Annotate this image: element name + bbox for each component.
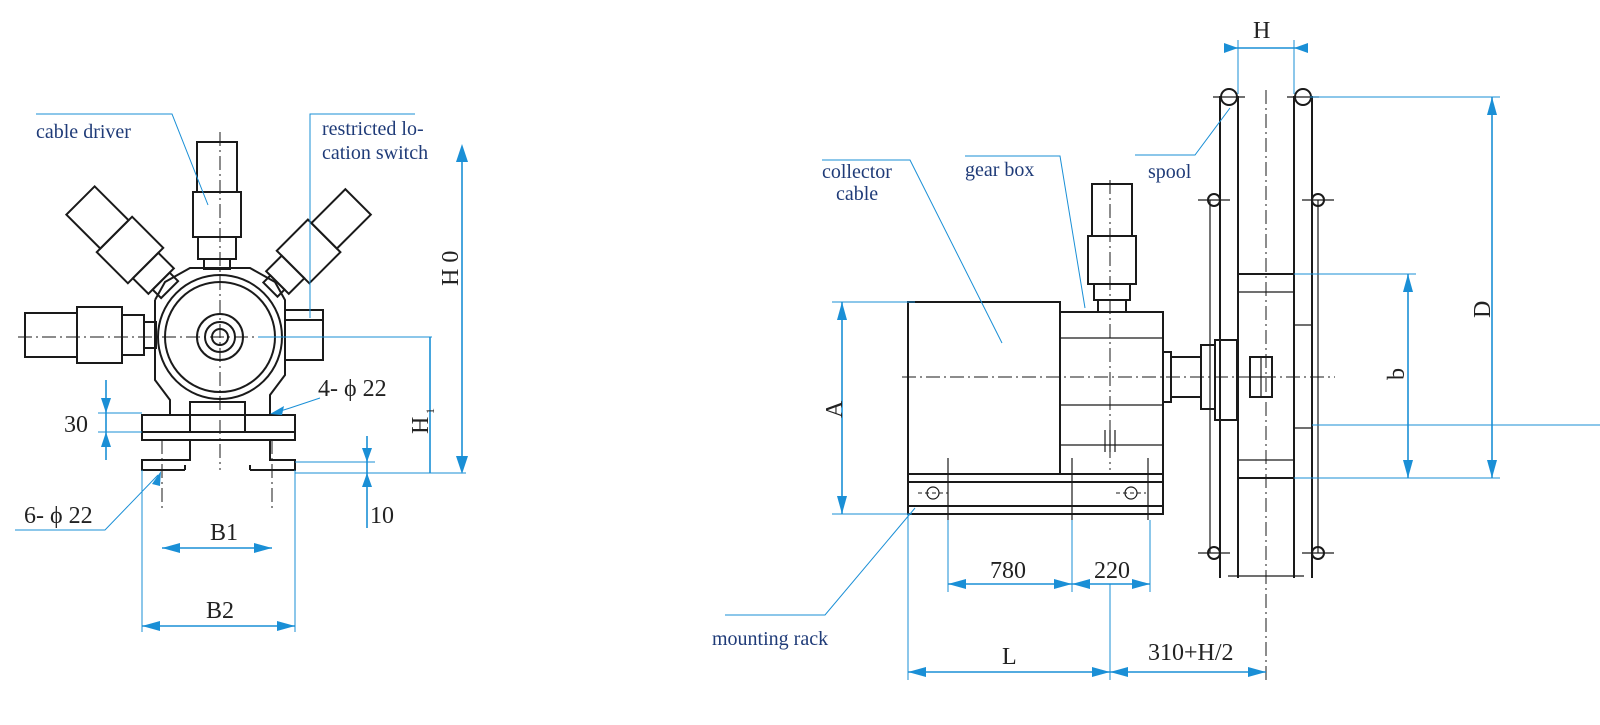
dim-A: A	[822, 400, 848, 418]
collector-cable-body	[907, 301, 1061, 475]
leader-cable-driver	[36, 113, 209, 206]
label-restricted-switch-1: restricted lo-	[322, 118, 424, 140]
diagonal-motor-right	[261, 187, 373, 299]
dim-holes-top: 4- ϕ 22	[318, 376, 387, 402]
gear-box-body	[1059, 311, 1164, 475]
label-restricted-switch-2: cation switch	[322, 142, 428, 164]
base-plate	[141, 414, 296, 441]
dim-H: H	[1253, 18, 1270, 44]
label-gear-box: gear box	[965, 159, 1034, 181]
gearbox-motor	[1087, 183, 1137, 313]
side-view: collector cable gear box spool mounting …	[712, 18, 1600, 680]
dim-offset: 310+H/2	[1148, 640, 1234, 666]
label-mounting-rack: mounting rack	[712, 628, 828, 650]
leader-switch	[309, 113, 415, 318]
dim-H1-sub: 1	[423, 408, 437, 414]
dim-holes-bottom: 6- ϕ 22	[24, 503, 93, 529]
mounting-rack	[907, 473, 1164, 515]
label-collector-cable-1: collector	[822, 161, 892, 183]
label-cable-driver: cable driver	[36, 121, 131, 143]
top-motor	[192, 141, 242, 270]
diagonal-motor-left	[64, 184, 180, 300]
front-view: cable driver restricted lo- cation switc…	[15, 113, 468, 632]
dim-D: D	[1470, 301, 1496, 318]
dim-L: L	[1002, 644, 1017, 670]
dim-780: 780	[990, 558, 1026, 584]
dim-B1: B1	[210, 520, 238, 546]
location-switch-box	[284, 309, 324, 361]
center-block	[189, 401, 246, 433]
label-collector-cable-2: cable	[836, 183, 878, 205]
dim-b: b	[1384, 368, 1410, 380]
dim-H0: H 0	[438, 251, 464, 286]
label-spool: spool	[1148, 161, 1192, 183]
dim-B2: B2	[206, 598, 234, 624]
dim-220: 220	[1094, 558, 1130, 584]
left-motor	[24, 306, 157, 364]
dim-30: 30	[64, 412, 88, 438]
dim-H1: H	[408, 417, 434, 434]
dim-10: 10	[370, 503, 394, 529]
